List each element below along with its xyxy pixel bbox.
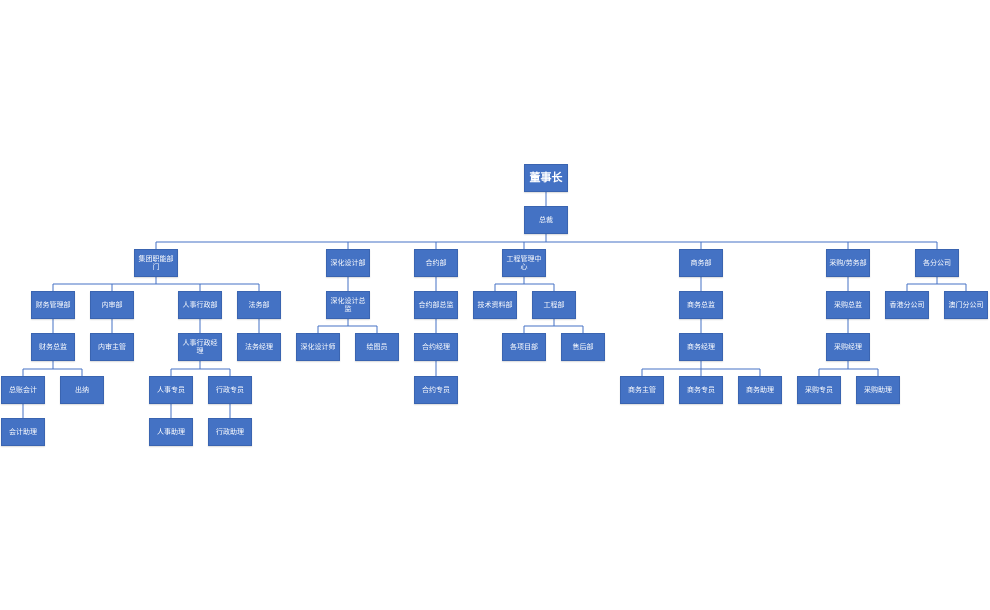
node-procurement: 采购/劳务部 (826, 249, 870, 277)
node-chairman: 董事长 (524, 164, 568, 192)
node-accounting-assistant: 会计助理 (1, 418, 45, 446)
node-procurement-assistant: 采购助理 (856, 376, 900, 404)
node-contracts-specialist: 合约专员 (414, 376, 458, 404)
node-admin-assistant: 行政助理 (208, 418, 252, 446)
node-hr-assistant: 人事助理 (149, 418, 193, 446)
node-admin-specialist: 行政专员 (208, 376, 252, 404)
node-procurement-manager: 采购经理 (826, 333, 870, 361)
node-branches: 各分公司 (915, 249, 959, 277)
node-finance-mgmt: 财务管理部 (31, 291, 75, 319)
node-legal: 法务部 (237, 291, 281, 319)
node-commerce: 商务部 (679, 249, 723, 277)
node-audit: 内审部 (90, 291, 134, 319)
node-hr-admin: 人事行政部 (178, 291, 222, 319)
node-commerce-director: 商务总监 (679, 291, 723, 319)
node-chief-accountant: 总账会计 (1, 376, 45, 404)
node-drafter: 绘图员 (355, 333, 399, 361)
node-finance-director: 财务总监 (31, 333, 75, 361)
node-contracts-director: 合约部总监 (414, 291, 458, 319)
node-hr-admin-manager: 人事行政经理 (178, 333, 222, 361)
node-commerce-supervisor: 商务主管 (620, 376, 664, 404)
node-commerce-manager: 商务经理 (679, 333, 723, 361)
node-procurement-specialist: 采购专员 (797, 376, 841, 404)
node-hr-specialist: 人事专员 (149, 376, 193, 404)
node-commerce-specialist: 商务专员 (679, 376, 723, 404)
node-hongkong-branch: 香港分公司 (885, 291, 929, 319)
node-project-depts: 各项目部 (502, 333, 546, 361)
node-deep-design: 深化设计部 (326, 249, 370, 277)
node-cashier: 出纳 (60, 376, 104, 404)
node-audit-supervisor: 内审主管 (90, 333, 134, 361)
node-deep-designer: 深化设计师 (296, 333, 340, 361)
node-engineering-center: 工程管理中心 (502, 249, 546, 277)
node-commerce-assistant: 商务助理 (738, 376, 782, 404)
node-procurement-director: 采购总监 (826, 291, 870, 319)
node-contracts: 合约部 (414, 249, 458, 277)
node-after-sales: 售后部 (561, 333, 605, 361)
node-president: 总裁 (524, 206, 568, 234)
node-engineering: 工程部 (532, 291, 576, 319)
node-tech-docs: 技术资料部 (473, 291, 517, 319)
node-legal-manager: 法务经理 (237, 333, 281, 361)
node-group-functions: 集团职能部门 (134, 249, 178, 277)
node-deep-design-director: 深化设计总监 (326, 291, 370, 319)
node-contracts-manager: 合约经理 (414, 333, 458, 361)
node-macau-branch: 澳门分公司 (944, 291, 988, 319)
